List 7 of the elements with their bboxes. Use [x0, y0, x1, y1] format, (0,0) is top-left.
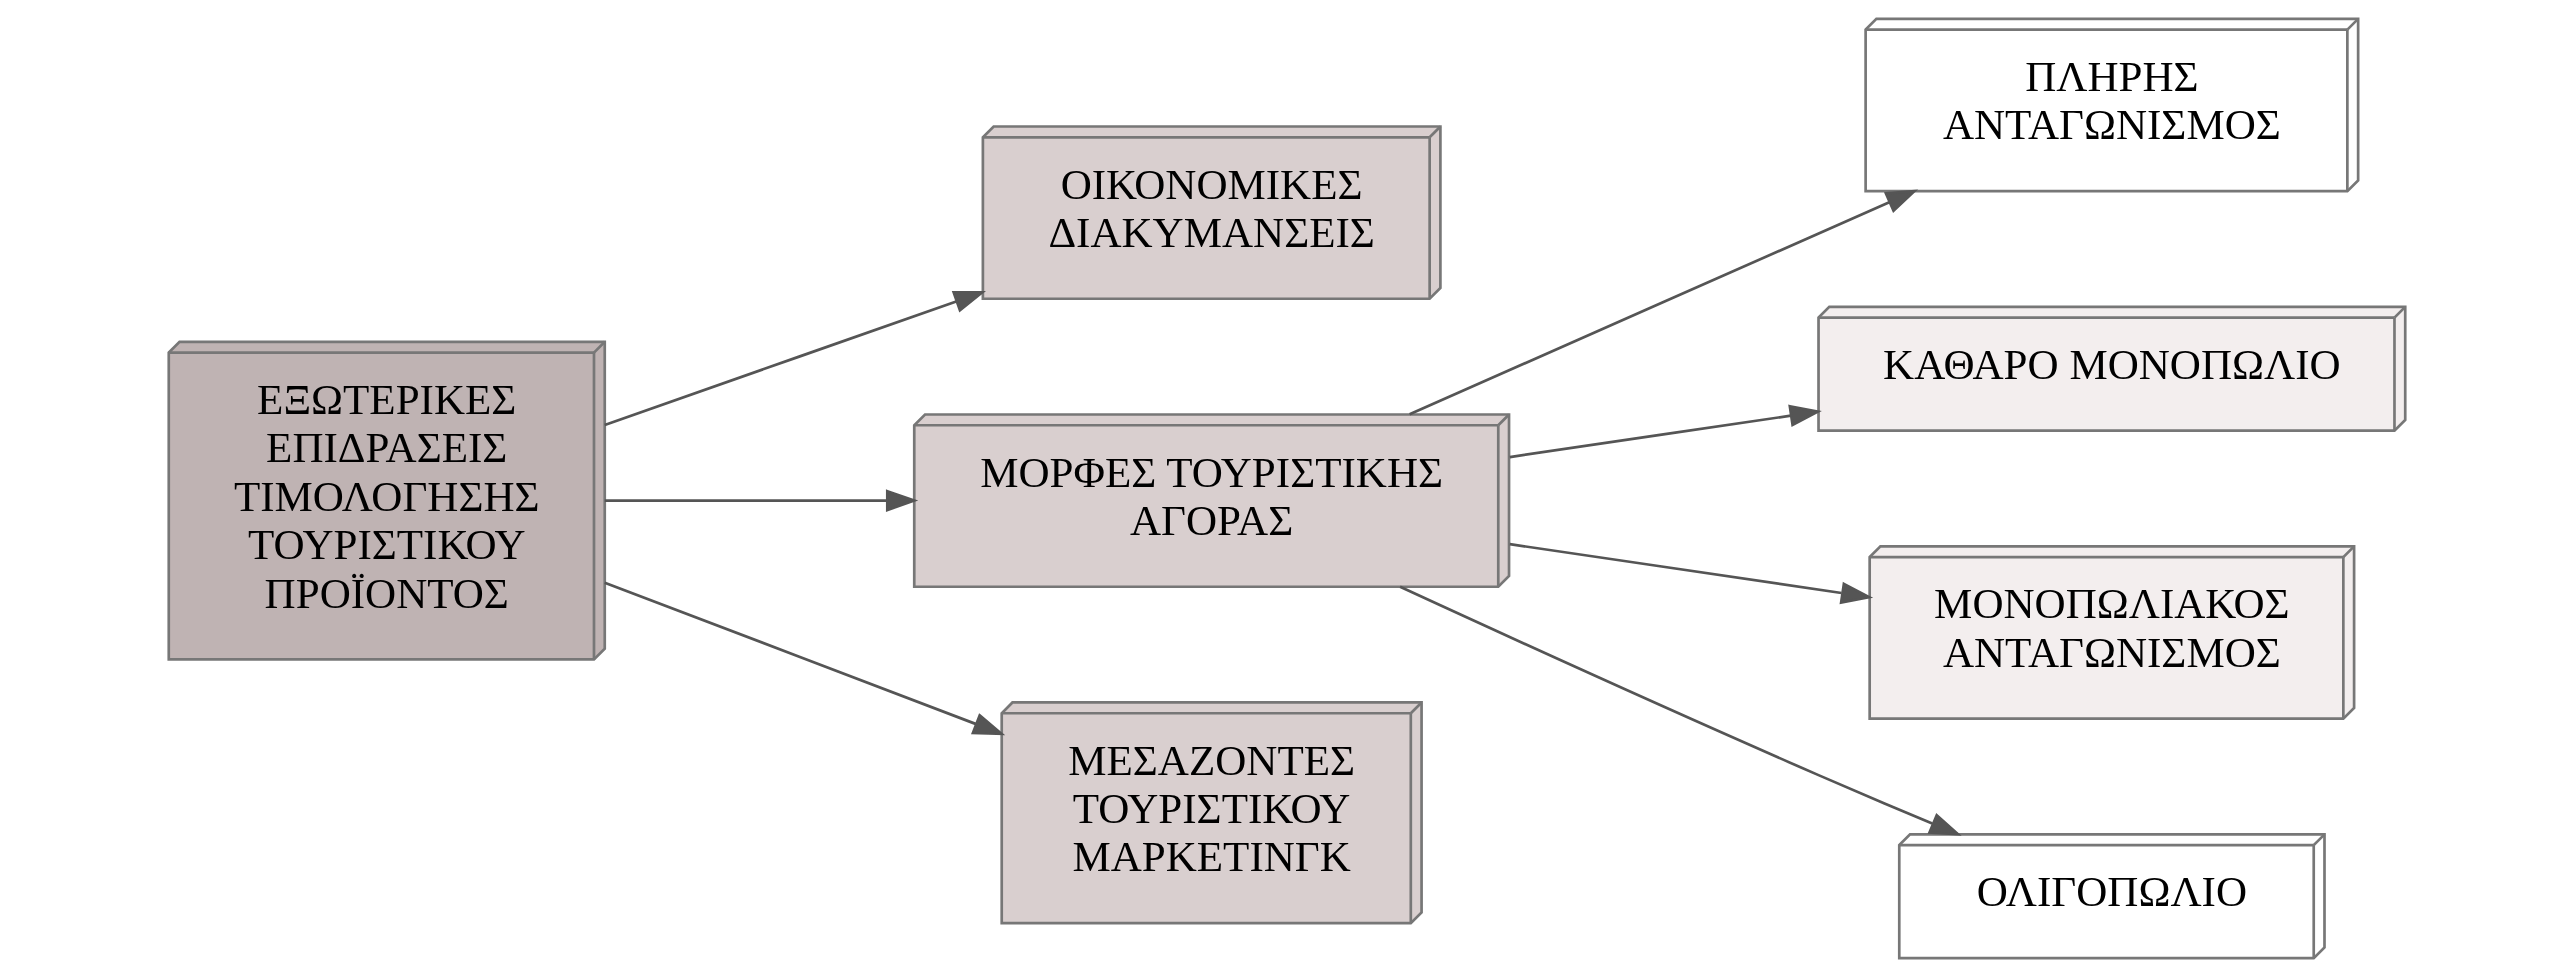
arrow [603, 581, 1005, 736]
arrow [604, 489, 918, 512]
arrow [1509, 404, 1822, 459]
arrow [1399, 585, 1962, 836]
arrow [1509, 542, 1873, 605]
arrow [1408, 189, 1918, 416]
arrow [603, 291, 986, 427]
